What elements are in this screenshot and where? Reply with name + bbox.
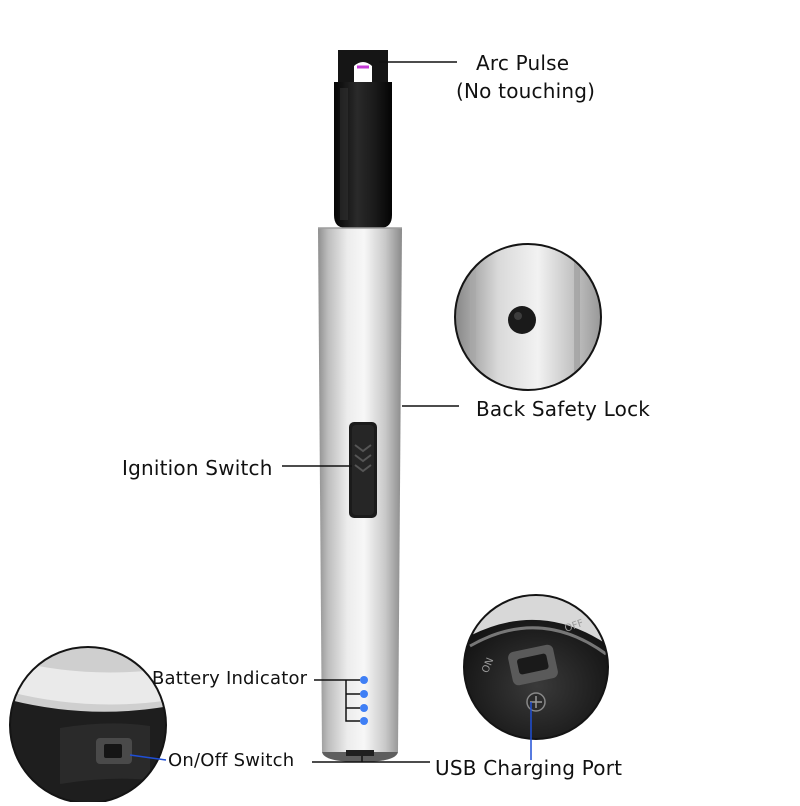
battery-leds — [360, 676, 368, 725]
usb-charging-port-label: USB Charging Port — [435, 756, 623, 780]
on-off-switch-label: On/Off Switch — [168, 750, 295, 771]
arc-tip — [338, 50, 388, 82]
safety-lock-button[interactable] — [508, 306, 536, 334]
battery-led — [360, 690, 368, 698]
bottom-cap — [322, 752, 398, 762]
nozzle-head — [334, 82, 392, 228]
ignition-switch-button[interactable] — [349, 422, 377, 518]
battery-led — [360, 717, 368, 725]
battery-leader — [314, 679, 360, 722]
on-mark-label: ON — [480, 656, 496, 674]
callout-lines — [282, 61, 459, 763]
safety-lock-zoom — [454, 243, 602, 391]
battery-led — [360, 676, 368, 684]
blue-callout-lines — [129, 702, 532, 761]
arc-pulse-label: Arc Pulse — [476, 51, 570, 75]
battery-led — [360, 704, 368, 712]
battery-indicator-label: Battery Indicator — [152, 668, 308, 689]
usb-port-zoom: ON OFF — [463, 594, 609, 740]
on-off-zoom — [9, 646, 167, 804]
on-off-leader — [129, 754, 167, 761]
no-touching-label: (No touching) — [456, 79, 596, 103]
ignition-switch-label: Ignition Switch — [122, 456, 273, 480]
back-safety-lock-label: Back Safety Lock — [476, 397, 651, 421]
